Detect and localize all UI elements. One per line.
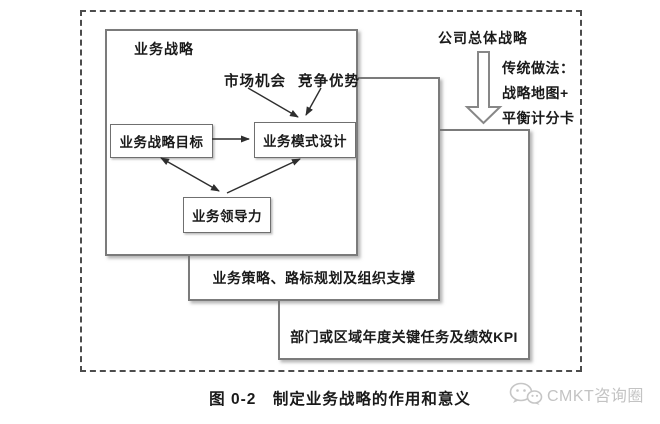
node-business-leadership: 业务领导力 (183, 197, 271, 233)
traditional-approach-line2: 战略地图+ (502, 85, 569, 101)
layer-kpi-label: 部门或区域年度关键任务及绩效KPI (290, 329, 518, 345)
wechat-icon (509, 382, 543, 405)
competitive-advantage-label: 竞争优势 (298, 74, 360, 90)
watermark-brand: CMKT咨询圈 (547, 388, 644, 405)
node-strategy-goal: 业务战略目标 (110, 124, 213, 158)
business-strategy-title: 业务战略 (134, 41, 194, 57)
traditional-approach-note: 传统做法： 战略地图+ 平衡计分卡 (502, 56, 575, 131)
figure-caption: 图 0-2 制定业务战略的作用和意义 (209, 391, 471, 408)
market-opportunity-label: 市场机会 (224, 74, 286, 90)
node-business-model-design: 业务模式设计 (254, 122, 356, 158)
traditional-approach-line1: 传统做法： (502, 60, 575, 76)
corporate-strategy-label: 公司总体战略 (438, 30, 528, 46)
layer-box-business-strategy: 业务战略 市场机会 竞争优势 业务战略目标 业务模式设计 业务领导力 (105, 29, 360, 256)
traditional-approach-line3: 平衡计分卡 (502, 110, 575, 126)
watermark: CMKT咨询圈 (509, 382, 644, 406)
layer-roadmap-label: 业务策略、路标规划及组织支撑 (212, 270, 416, 286)
dashed-outer-frame (80, 10, 582, 372)
